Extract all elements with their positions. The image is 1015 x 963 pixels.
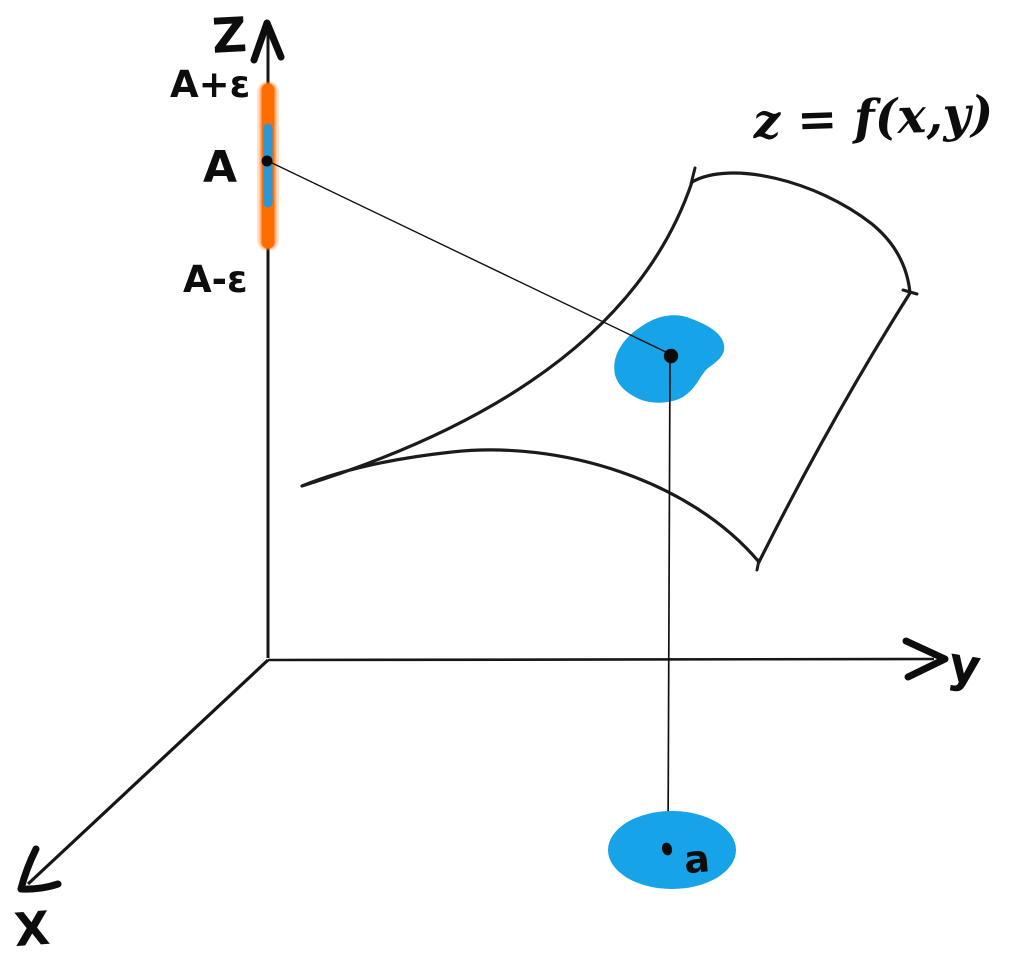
surface-patch bbox=[300, 166, 919, 572]
domain-point-a bbox=[661, 842, 673, 856]
drop-line-surface-to-domain-point bbox=[667, 357, 671, 848]
epsilon-band-group bbox=[257, 81, 279, 251]
tick-label-A-plus-epsilon: A+ε bbox=[170, 63, 250, 106]
x-axis-line bbox=[26, 658, 270, 886]
limit-value-point-A bbox=[261, 155, 273, 167]
tick-label-A: A bbox=[203, 142, 237, 193]
domain-point-label: a bbox=[682, 836, 711, 882]
tick-label-A-minus-epsilon: A-ε bbox=[183, 258, 248, 301]
projection-line-A-to-surface-point bbox=[269, 161, 669, 354]
y-axis-label: y bbox=[945, 636, 985, 696]
z-axis-arrowhead-icon bbox=[250, 19, 285, 64]
z-axis-label: Z bbox=[211, 7, 249, 65]
surface-outline bbox=[300, 171, 912, 564]
y-axis-line bbox=[267, 657, 935, 662]
x-axis-label: X bbox=[12, 901, 51, 957]
surface-point bbox=[663, 348, 679, 364]
surface-topleft-corner-tick bbox=[689, 166, 697, 186]
surface-equation-label: z = f(x,y) bbox=[751, 86, 994, 150]
y-axis-arrowhead-icon bbox=[902, 637, 949, 681]
surface-bottomright-corner-tick bbox=[755, 558, 761, 572]
x-axis-arrowhead-icon bbox=[17, 845, 62, 893]
domain-neighborhood-group bbox=[608, 811, 736, 889]
surface-topright-corner-tick bbox=[901, 288, 919, 296]
coordinate-axes bbox=[17, 19, 949, 893]
